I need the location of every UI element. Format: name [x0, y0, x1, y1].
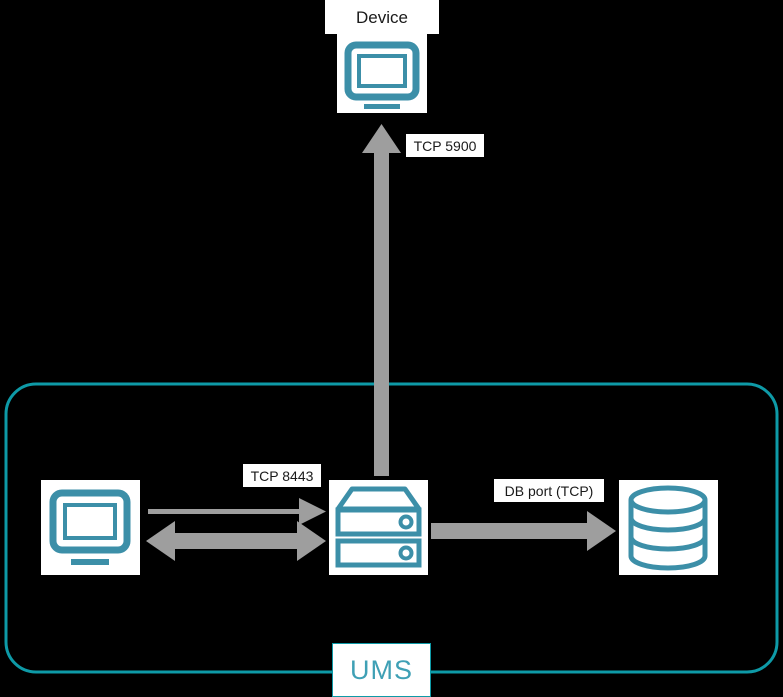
connection-label-tcp-5900: TCP 5900 [406, 134, 484, 157]
arrow-client-to-server-thin [148, 498, 326, 525]
connection-label-tcp-8443: TCP 8443 [243, 464, 321, 487]
device-label: Device [325, 0, 439, 34]
arrow-server-to-device [362, 124, 401, 476]
connection-label-db-port: DB port (TCP) [494, 479, 604, 502]
database-icon [628, 485, 708, 571]
monitor-icon [49, 489, 131, 565]
server-icon [335, 486, 422, 568]
arrow-client-to-server-double [146, 521, 326, 561]
arrow-server-to-database [431, 511, 616, 551]
ums-boundary-label: UMS [332, 643, 431, 697]
monitor-icon [344, 41, 420, 109]
